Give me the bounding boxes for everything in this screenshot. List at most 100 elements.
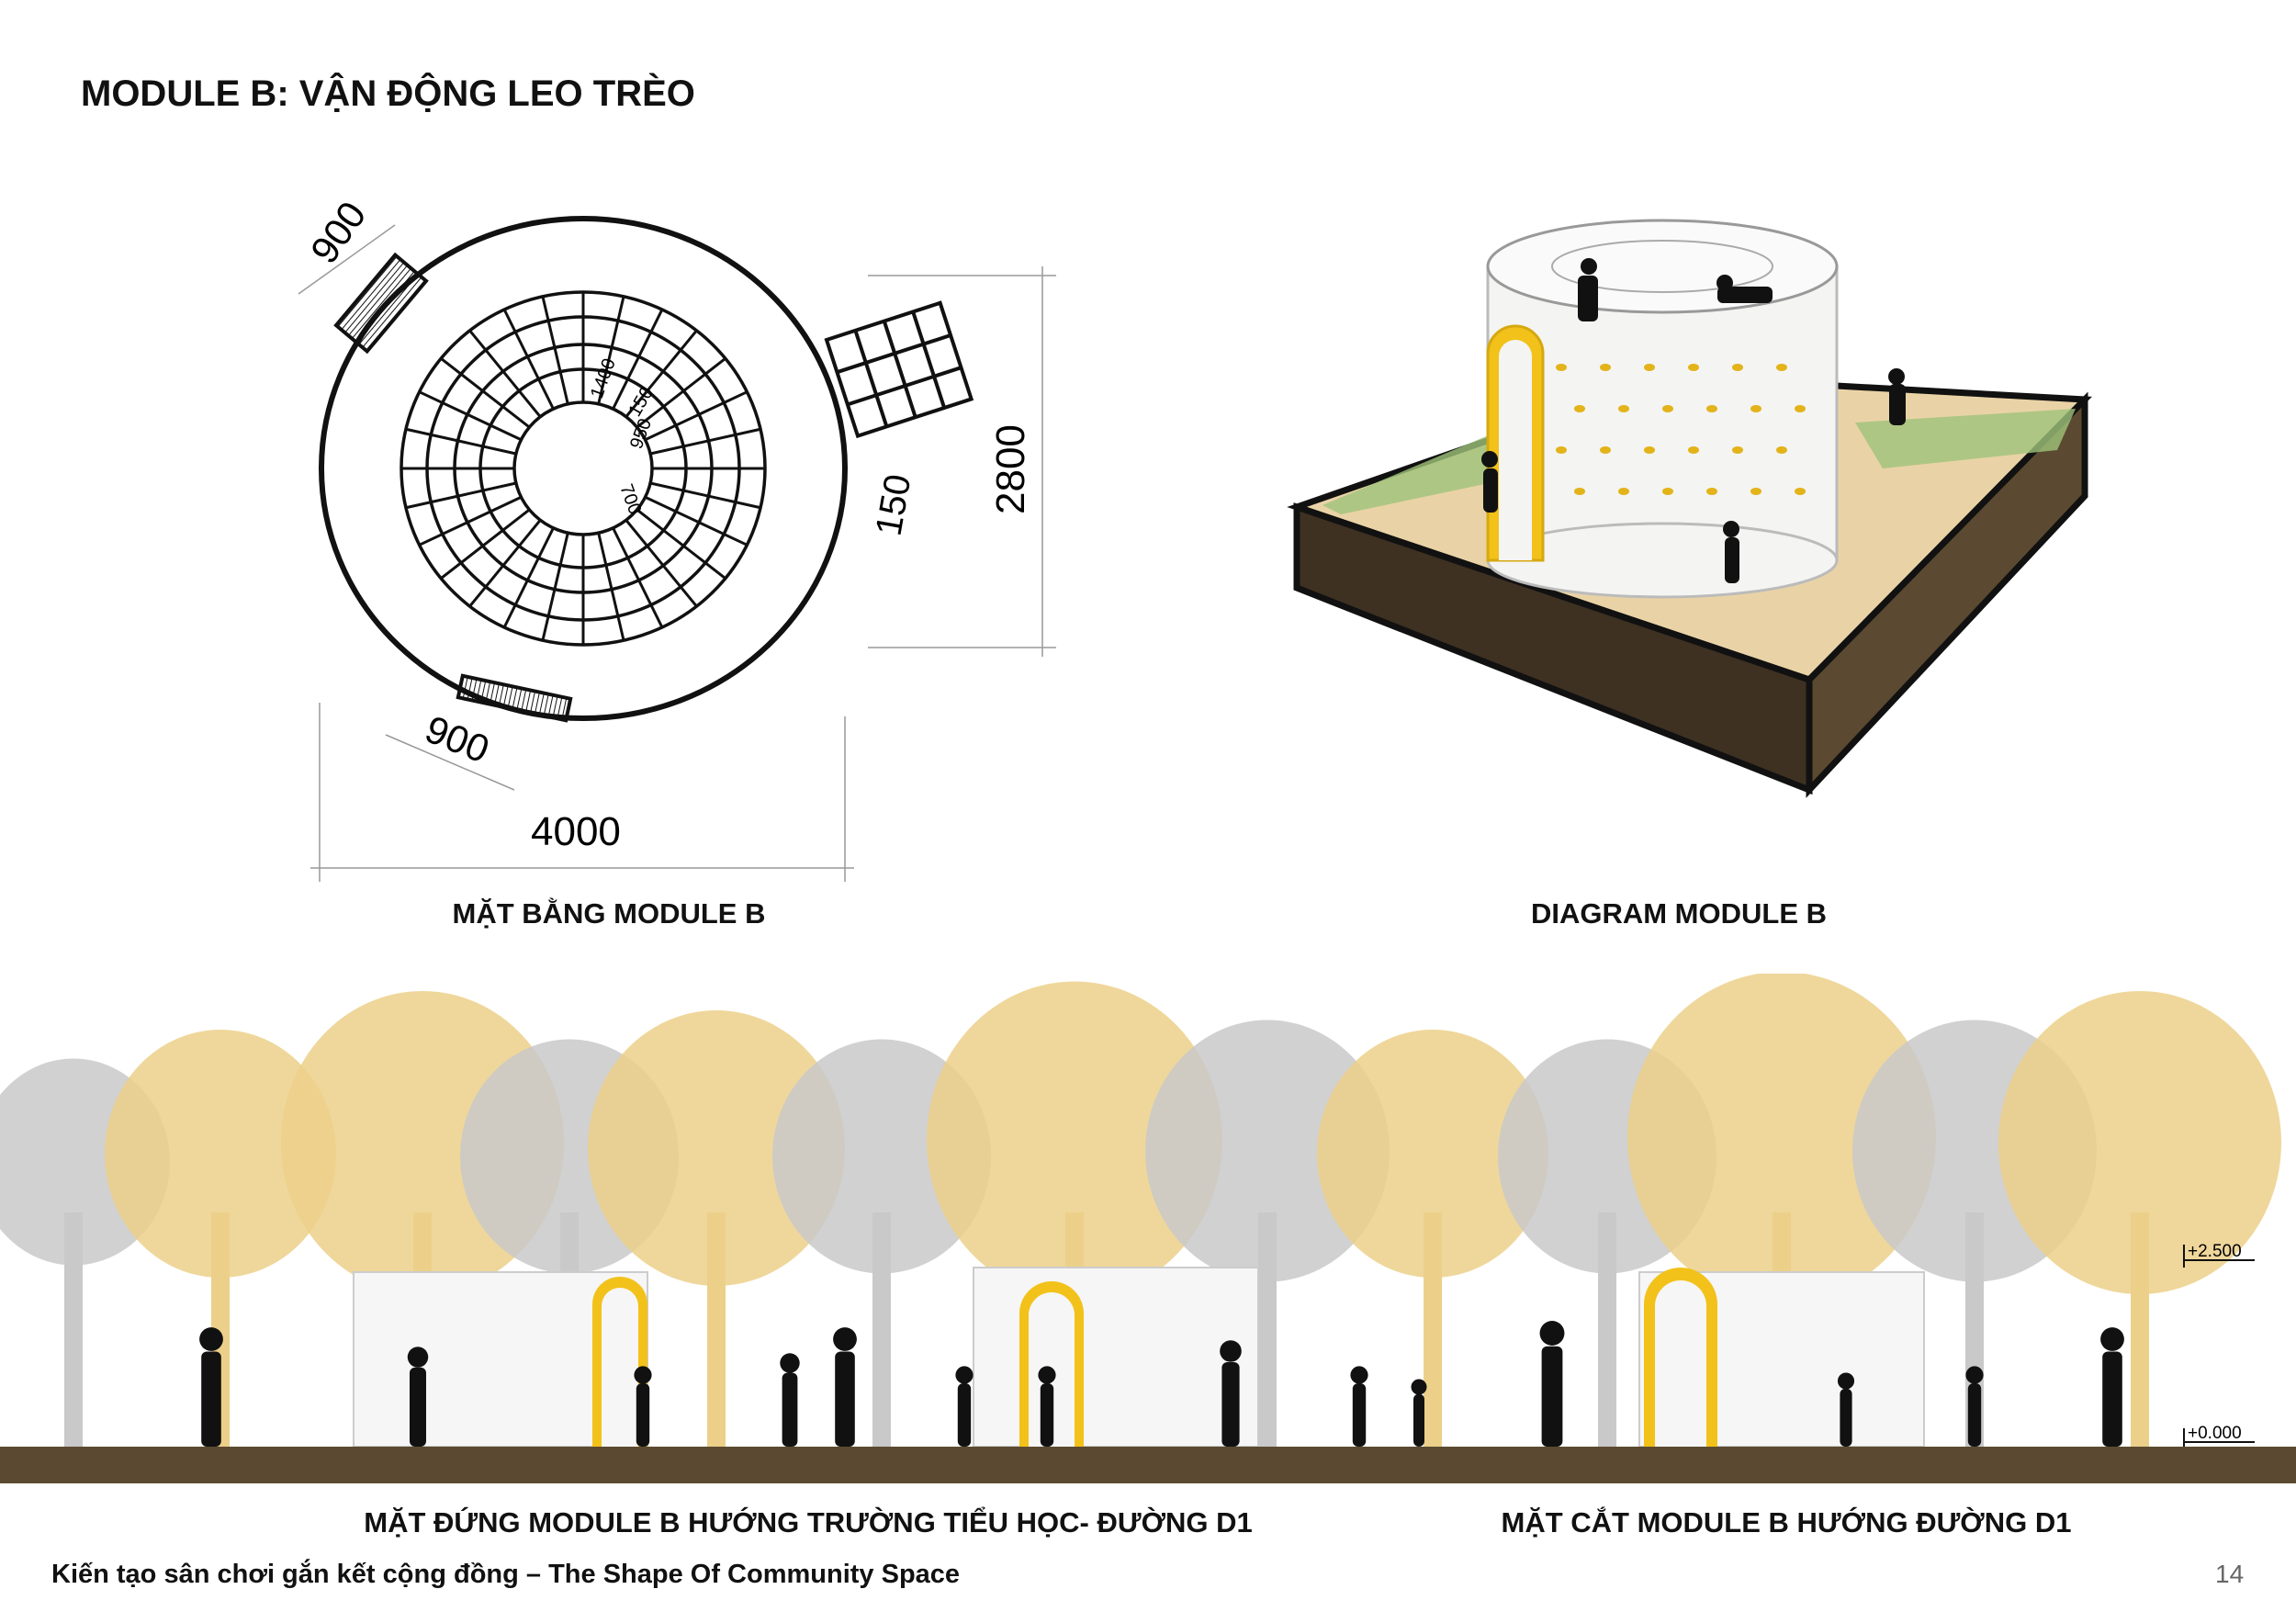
climbing-hold: [1732, 446, 1743, 454]
person-head: [955, 1366, 974, 1384]
person-body: [1221, 1362, 1240, 1447]
net-spoke: [440, 508, 531, 580]
climbing-hold: [1706, 488, 1717, 495]
climbing-hold: [1600, 364, 1611, 371]
level-markers: [2183, 1245, 2255, 1447]
net-spoke: [541, 532, 569, 641]
climbing-hold: [1618, 405, 1629, 412]
net-spoke: [636, 357, 726, 429]
net-spoke: [405, 481, 517, 510]
net-spoke: [502, 309, 555, 410]
person-head: [1539, 1321, 1565, 1346]
person-body: [636, 1383, 650, 1447]
climbing-hold: [1662, 488, 1673, 495]
climbing-hold: [1795, 488, 1806, 495]
net-spoke: [502, 527, 555, 628]
net-spoke: [625, 519, 698, 608]
person-body: [1541, 1346, 1563, 1447]
ground: [0, 1447, 2296, 1483]
climbing-hold: [1688, 446, 1699, 454]
level-ground: +0.000: [2188, 1424, 2242, 1443]
climbing-hold: [1574, 488, 1585, 495]
person-head: [833, 1327, 857, 1351]
person-head: [1411, 1379, 1427, 1395]
climbing-hold: [1750, 488, 1761, 495]
climbing-hold: [1732, 364, 1743, 371]
side-net: [824, 300, 974, 439]
person-head: [1965, 1366, 1984, 1384]
tree-canopy: [1998, 991, 2281, 1294]
net-spoke: [625, 329, 698, 418]
section-caption: MẶT CẮT MODULE B HƯỚNG ĐƯỜNG D1: [1501, 1506, 2072, 1538]
climbing-hold: [1618, 488, 1629, 495]
climbing-hold: [1600, 446, 1611, 454]
module-section-right: [1638, 1268, 1925, 1448]
tree-trunk: [64, 1212, 83, 1451]
net-spoke: [636, 508, 726, 580]
module-elevation-left: [353, 1271, 648, 1448]
climbing-hold: [1795, 405, 1806, 412]
plan-drawing: 900 900 2800 150 4000 1400 150 950 700: [298, 194, 1056, 882]
net-spoke: [612, 309, 664, 410]
person-head: [1220, 1340, 1242, 1362]
tree-canopy: [1627, 974, 1936, 1302]
tree-canopy: [927, 981, 1222, 1299]
climbing-hold: [1644, 364, 1655, 371]
climbing-hold: [1556, 446, 1567, 454]
net-spoke: [418, 495, 523, 547]
net-spoke: [649, 481, 761, 510]
person-head: [634, 1366, 652, 1384]
person-head: [780, 1353, 800, 1373]
climbing-hold: [1776, 446, 1787, 454]
module-elevation-center: [973, 1267, 1259, 1448]
climbing-hold: [1688, 364, 1699, 371]
person-head: [1038, 1366, 1056, 1384]
entry-top: [333, 252, 429, 355]
tree-canopy: [1145, 1020, 1390, 1282]
person-head: [199, 1327, 223, 1351]
person-body: [2102, 1351, 2122, 1447]
person-body: [1840, 1388, 1852, 1447]
net-spoke: [649, 427, 761, 456]
net-spoke: [468, 519, 542, 608]
tree-canopy: [1317, 1030, 1548, 1278]
person-body: [835, 1351, 855, 1447]
dim-width: 4000: [531, 809, 621, 854]
net-spoke: [597, 532, 625, 641]
entry-bottom: [456, 673, 573, 723]
person-head: [407, 1347, 429, 1368]
dim-entry-bottom: 900: [420, 707, 496, 772]
footer-text: Kiến tạo sân chơi gắn kết cộng đồng – Th…: [51, 1560, 961, 1589]
outer-wall: [319, 216, 848, 721]
tree-canopy: [105, 1030, 336, 1278]
person-head: [1837, 1372, 1855, 1390]
climbing-hold: [1662, 405, 1673, 412]
climbing-hold: [1750, 405, 1761, 412]
dim-r-outer: 1400: [587, 355, 620, 400]
net-spoke: [612, 527, 664, 628]
net-spoke: [418, 390, 523, 442]
dimension-lines: [298, 224, 1056, 882]
net-spoke: [597, 296, 625, 405]
person-body: [1352, 1383, 1367, 1447]
dim-hold: 150: [869, 471, 919, 538]
person-body: [1413, 1393, 1424, 1447]
person-body: [1967, 1383, 1982, 1447]
diagram-caption: DIAGRAM MODULE B: [1530, 897, 1828, 930]
elevation-caption: MẶT ĐỨNG MODULE B HƯỚNG TRƯỜNG TIỂU HỌC-…: [364, 1506, 1253, 1538]
net-spoke: [405, 427, 517, 456]
person-head: [1350, 1366, 1368, 1384]
page-title: MODULE B: VẬN ĐỘNG LEO TRÈO: [81, 73, 695, 114]
person-head: [2100, 1327, 2124, 1351]
person-body: [957, 1383, 972, 1447]
net-spoke: [541, 296, 569, 405]
plan-caption: MẶT BẰNG MODULE B: [452, 897, 766, 930]
climbing-hold: [1574, 405, 1585, 412]
diagram-illustration: [1287, 219, 2092, 798]
net-spoke: [468, 329, 542, 418]
level-top: +2.500: [2188, 1242, 2242, 1261]
climbing-hold: [1706, 405, 1717, 412]
person-body: [1040, 1383, 1054, 1447]
person-body: [410, 1367, 426, 1447]
dim-r-inner: 700: [615, 481, 645, 517]
